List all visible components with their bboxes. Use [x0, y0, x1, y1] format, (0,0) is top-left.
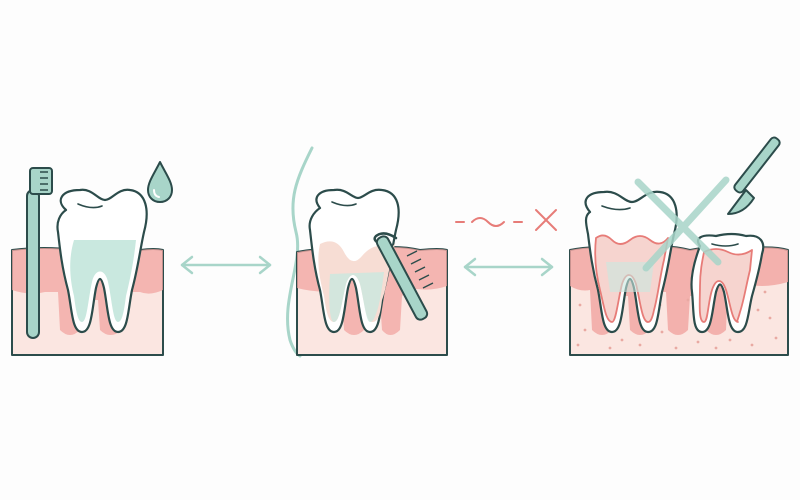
scalpel-icon	[727, 136, 781, 215]
tooth-1	[56, 188, 148, 334]
toothbrush-bristles	[40, 171, 48, 191]
tooth-highlight	[601, 205, 631, 211]
tooth-3-right	[690, 232, 765, 334]
water-drop-shine	[153, 189, 160, 198]
dental-probe-icon	[373, 232, 434, 321]
tooth-2	[308, 188, 400, 334]
cross-mark-icon	[634, 176, 730, 272]
water-drop-icon	[147, 161, 173, 203]
tooth-root-fill	[329, 272, 384, 322]
toothbrush-head	[29, 167, 53, 195]
decay-inner	[606, 262, 654, 292]
double-arrow-1	[180, 255, 272, 275]
decay-area	[594, 234, 669, 323]
broken-link-indicator	[455, 209, 557, 231]
toothbrush-handle	[26, 189, 40, 339]
tooth-highlight	[711, 243, 739, 247]
decay-area	[698, 248, 753, 323]
panel-healthy	[11, 161, 173, 356]
tooth-highlight	[331, 201, 357, 207]
toothbrush-icon	[26, 167, 53, 339]
tooth-root-fill	[70, 240, 136, 322]
panel-plaque	[286, 146, 448, 358]
x-mark	[535, 209, 557, 231]
tooth-3-left	[584, 190, 678, 334]
double-arrow-2	[463, 257, 554, 277]
profile-curve	[286, 146, 314, 358]
scalpel-blade	[727, 189, 755, 215]
tooth-highlight	[77, 203, 103, 209]
probe-grip	[406, 250, 434, 289]
scalpel-handle	[733, 136, 781, 194]
probe-handle	[375, 235, 429, 321]
panel-extraction	[569, 136, 789, 356]
